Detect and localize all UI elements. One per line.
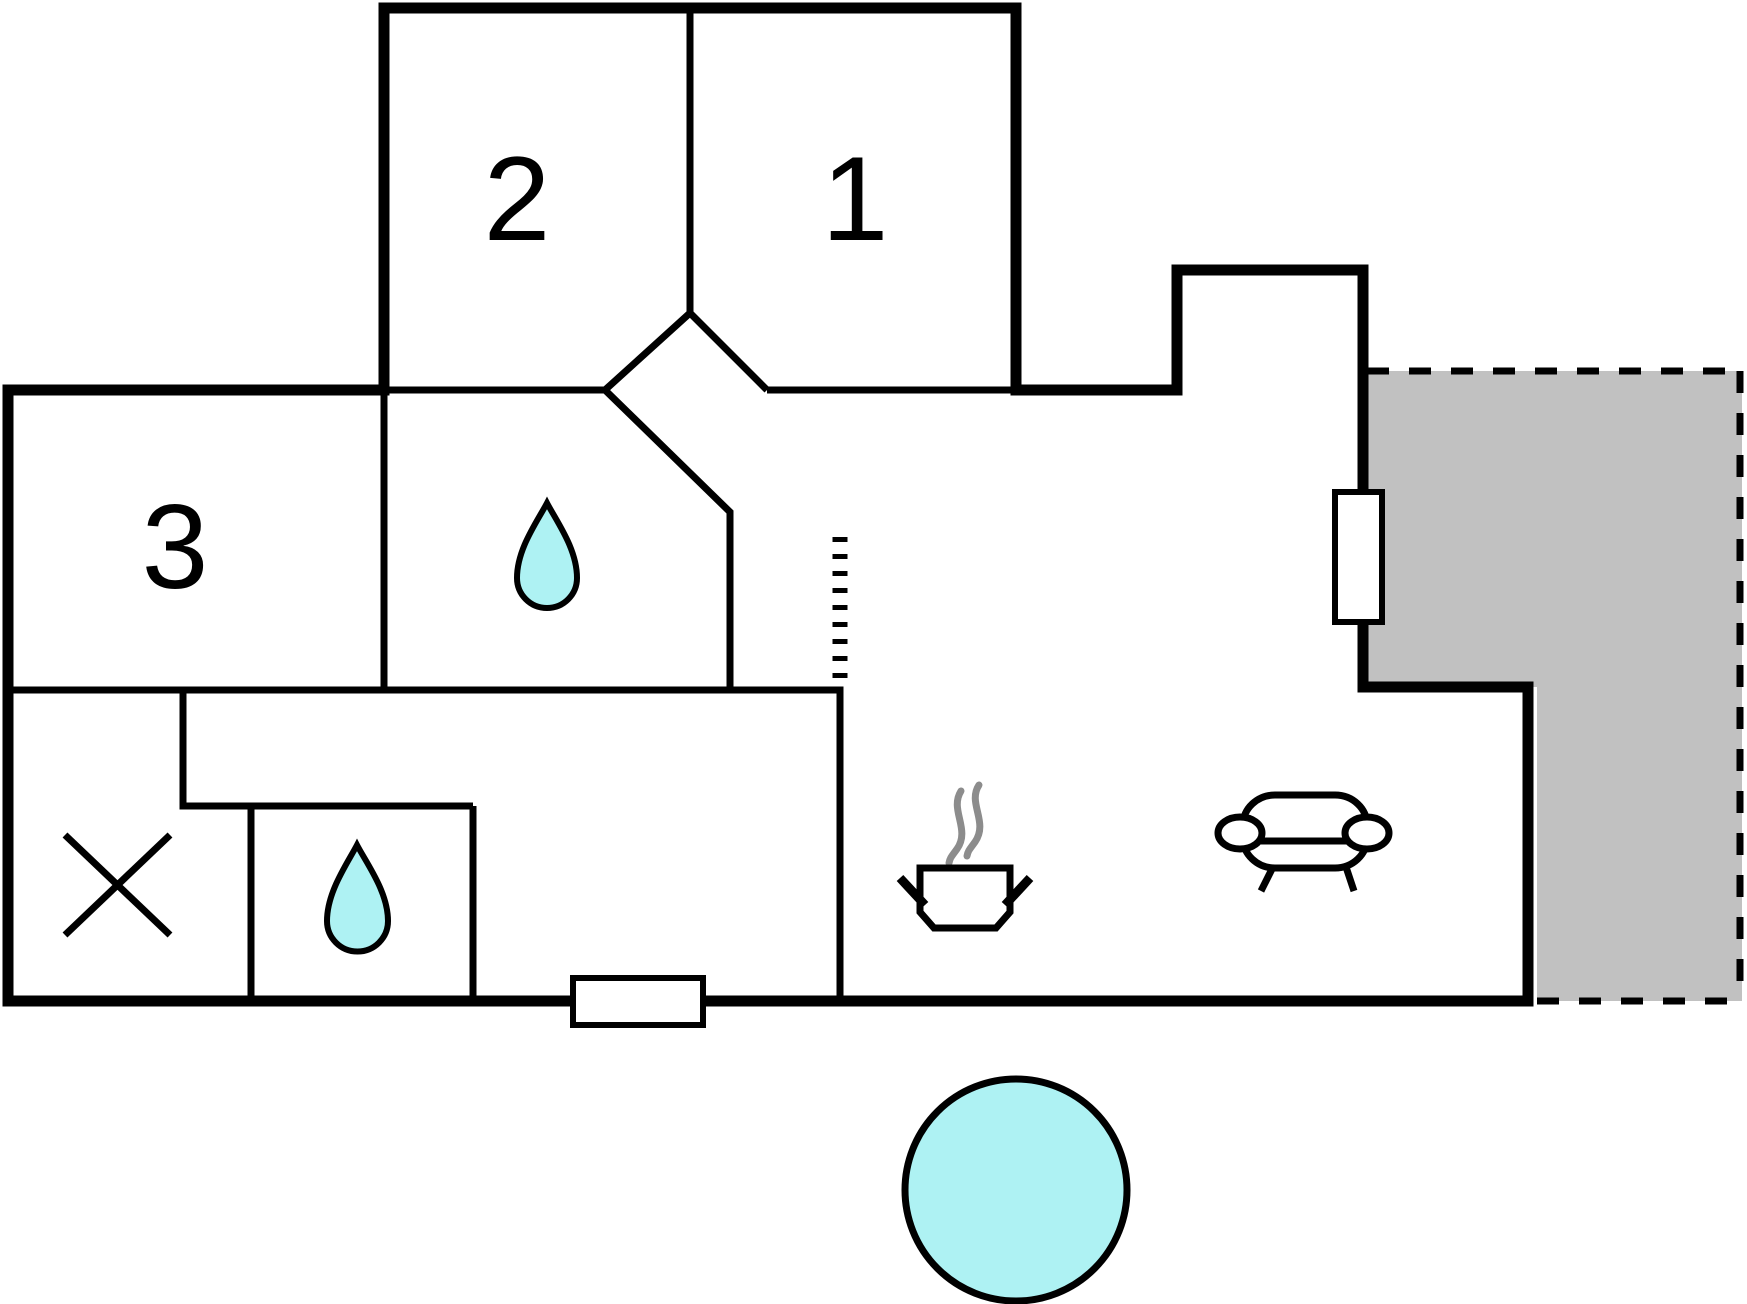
steam-icon — [945, 781, 984, 867]
sofa-leg-right — [1342, 865, 1358, 893]
sofa-armrest-right — [1341, 813, 1393, 853]
wall-utility-step — [179, 690, 477, 1001]
entrance-door — [570, 975, 706, 1028]
hot-tub-circle-icon — [901, 1075, 1131, 1304]
wall-hall-main — [8, 686, 844, 1001]
interior-walls — [8, 8, 1016, 1001]
room-labels: 2 1 3 — [142, 132, 889, 614]
cooking-pot-icon — [896, 781, 1034, 932]
room-label-2: 2 — [484, 132, 551, 266]
terrace-dashed-border — [1367, 367, 1744, 1005]
bathroom-drops — [323, 496, 581, 955]
water-drop-icon — [513, 496, 581, 611]
window — [1332, 489, 1385, 625]
steam-wisp-left — [945, 787, 966, 867]
sofa-armrest-left — [1214, 813, 1266, 853]
pot-handle-right — [1001, 874, 1034, 909]
sofa-icon — [1214, 791, 1393, 893]
terrace-area — [1367, 371, 1742, 1001]
sofa-leg-left — [1257, 865, 1277, 893]
room-label-3: 3 — [142, 480, 209, 614]
cross-icon — [62, 832, 173, 938]
water-drop-icon — [323, 838, 392, 955]
pot-body — [916, 864, 1014, 932]
room-label-1: 1 — [822, 132, 889, 266]
door-opening-diagonals — [602, 308, 770, 393]
wall-bathroom-angled — [602, 387, 734, 693]
steam-wisp-right — [963, 781, 984, 860]
cross-line-b — [62, 832, 173, 938]
pot-handle-left — [896, 874, 929, 909]
